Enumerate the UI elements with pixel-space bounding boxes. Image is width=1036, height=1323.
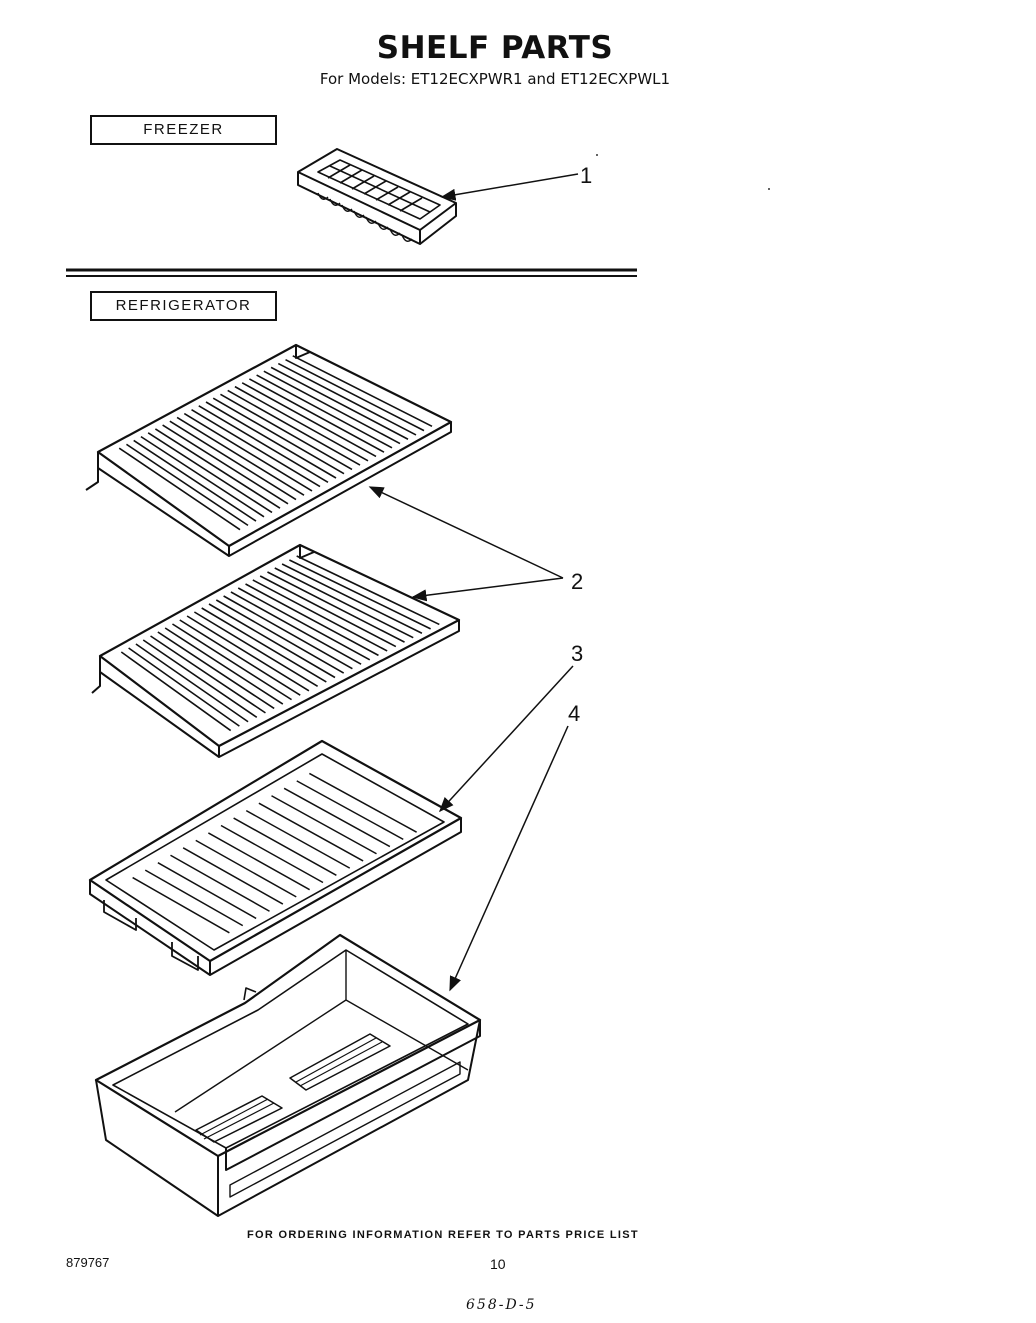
shelf-rod (249, 378, 385, 453)
shelf-rod (172, 623, 292, 701)
cover-slot (309, 772, 417, 833)
cover-slot (144, 869, 244, 927)
leader-line-2a (368, 486, 564, 579)
document-number: 879767 (66, 1255, 110, 1270)
leader-line-2b (411, 577, 564, 602)
speck (596, 154, 598, 156)
shelf-rod (252, 579, 388, 652)
shelf-rod (296, 555, 440, 626)
shelf-rod (135, 643, 249, 723)
shelf-rod (256, 374, 393, 449)
shelf-rod (227, 389, 361, 466)
section-label-freezer: FREEZER (90, 115, 277, 145)
cover-slot (233, 817, 337, 876)
shelf-rod (270, 366, 409, 440)
shelf-rod (201, 607, 327, 683)
shelf-rod (220, 393, 353, 471)
cover-slot (170, 854, 270, 912)
shelf-rod (176, 416, 305, 496)
wire-shelf-upper-drawing (85, 343, 453, 557)
shelf-rod (142, 639, 258, 718)
shelf-rod (118, 447, 241, 531)
shelf-rod (183, 412, 313, 492)
shelf-rod (198, 405, 329, 483)
handwritten-code: 658-D-5 (466, 1297, 537, 1313)
leader-line-4 (449, 725, 569, 992)
leader-line-1 (440, 173, 579, 201)
shelf-rod (285, 358, 425, 432)
callout-1: 1 (580, 163, 593, 188)
page-number: 10 (490, 1256, 506, 1272)
model-subtitle: For Models: ET12ECXPWR1 and ET12ECXPWL1 (319, 70, 671, 88)
section-label-refrigerator: REFRIGERATOR (90, 291, 277, 321)
shelf-rod (169, 420, 297, 501)
shelf-rod (162, 424, 289, 505)
shelf-rod (150, 635, 266, 714)
shelf-rod (292, 355, 433, 428)
callout-4: 4 (568, 701, 581, 726)
shelf-rod (234, 385, 369, 462)
shelf-rod (120, 651, 232, 732)
cover-slot (283, 787, 391, 848)
shelf-rod (241, 382, 377, 458)
shelf-rod (245, 583, 379, 657)
shelf-rod (193, 611, 319, 688)
shelf-rod (267, 571, 405, 643)
shelf-rod (186, 615, 310, 692)
cover-slot (195, 839, 297, 898)
shelf-rod (208, 603, 336, 679)
shelf-rod (154, 428, 281, 509)
cover-slot (220, 824, 324, 884)
shelf-rod (133, 439, 257, 522)
shelf-rod (191, 409, 321, 488)
callout-2: 2 (571, 569, 584, 594)
section-divider (66, 268, 637, 277)
cover-slot (208, 832, 310, 891)
shelf-rod (212, 397, 345, 475)
shelf-rod (140, 435, 265, 518)
wire-shelf-lower-drawing (91, 543, 461, 758)
cover-slot (296, 780, 404, 841)
shelf-rod (230, 591, 362, 665)
speck (768, 188, 770, 190)
page-title: SHELF PARTS (376, 30, 614, 66)
shelf-rod (274, 567, 414, 639)
crisper-cover-drawing (88, 739, 463, 976)
shelf-rod (164, 627, 284, 705)
shelf-rod (281, 563, 423, 634)
callout-3: 3 (571, 641, 584, 666)
ordering-note: FOR ORDERING INFORMATION REFER TO PARTS … (247, 1229, 639, 1241)
cover-slot (132, 876, 230, 934)
shelf-rod (157, 631, 275, 710)
leader-line-3 (438, 665, 574, 813)
shelf-rod (179, 619, 301, 696)
shelf-rod (259, 575, 397, 648)
shelf-rod (237, 587, 371, 661)
leader-lines (368, 173, 579, 992)
ice-tray-drawing (297, 148, 457, 245)
crisper-pan-drawing (94, 933, 482, 1217)
shelf-rod (126, 443, 249, 527)
shelf-rod (205, 401, 337, 479)
cover-slot (157, 862, 257, 920)
cover-slot (258, 802, 364, 862)
shelf-rod (223, 595, 353, 670)
shelf-rod (289, 559, 431, 630)
cover-slot (182, 847, 284, 905)
shelf-rod (263, 370, 401, 445)
shelf-rod (277, 362, 417, 436)
shelf-rod (215, 599, 345, 674)
cover-slot (271, 795, 377, 855)
shelf-rod (147, 432, 273, 514)
cover-slot (245, 809, 351, 869)
shelf-rod (128, 647, 240, 727)
